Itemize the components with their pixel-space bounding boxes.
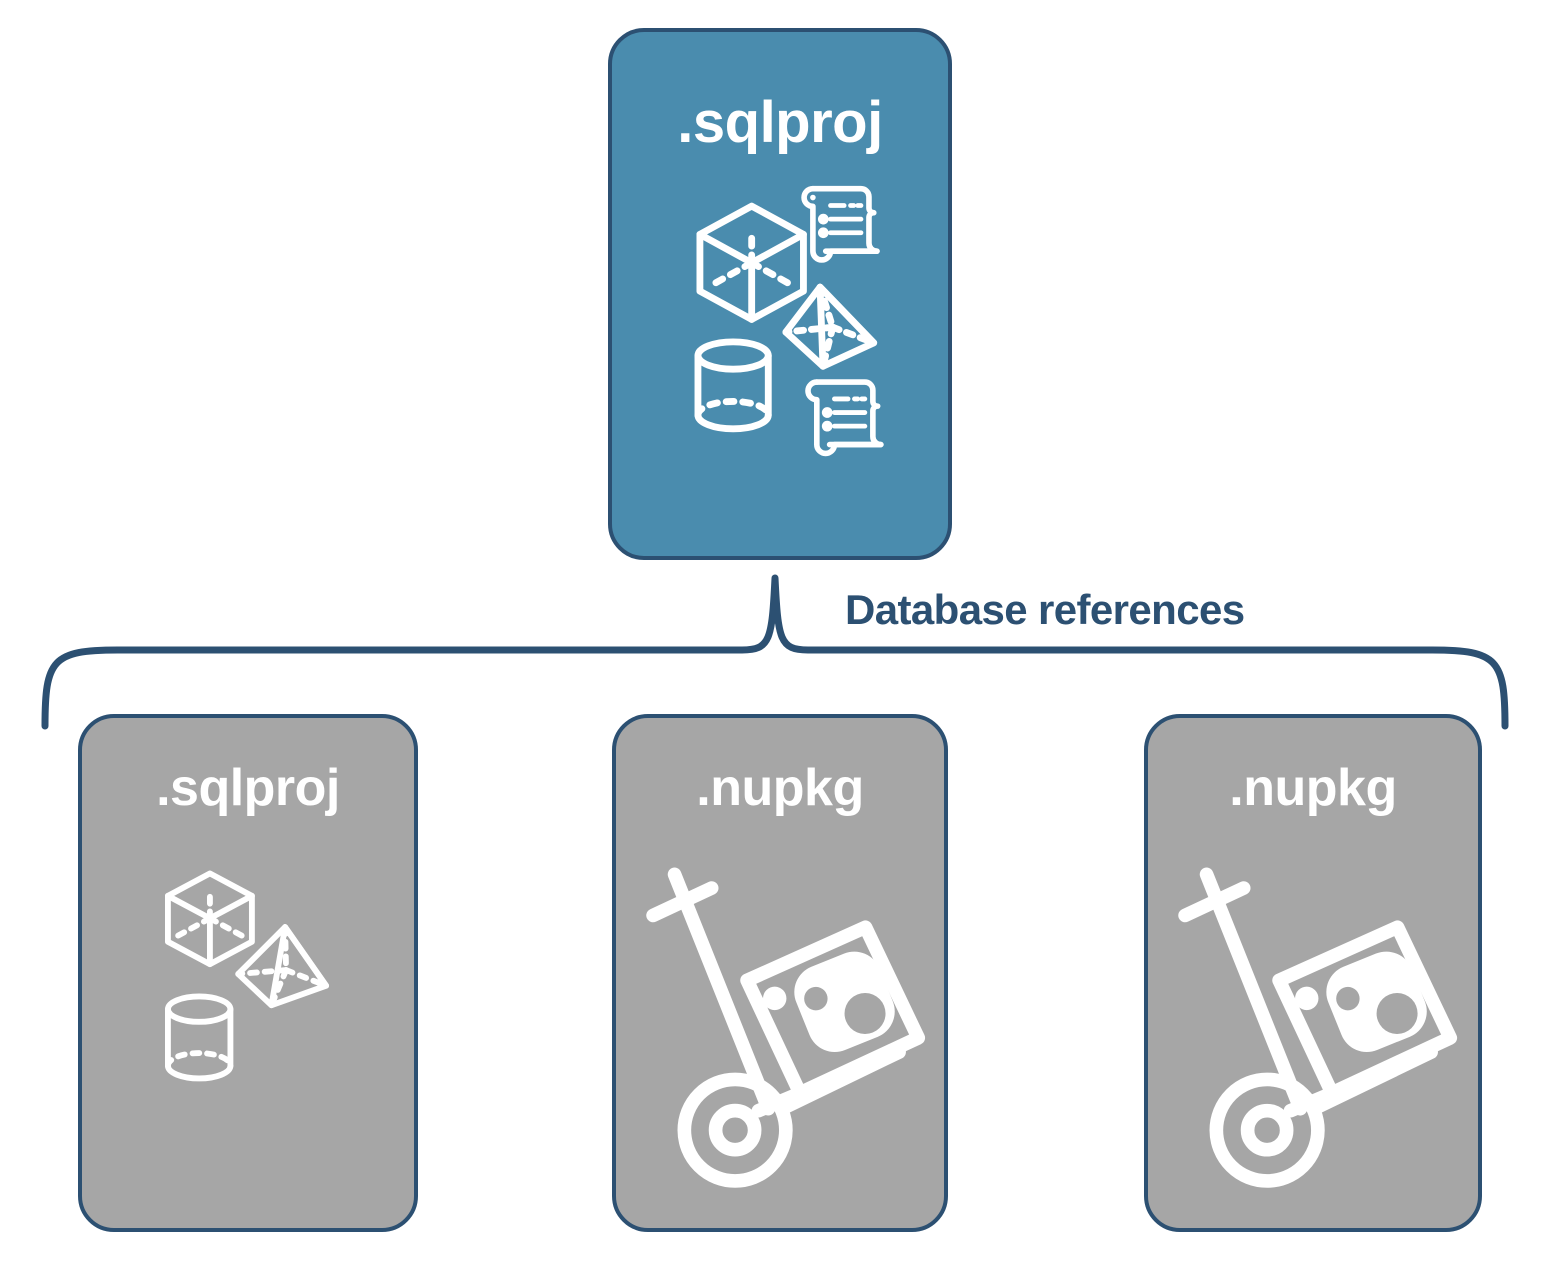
pyramid-icon [235, 924, 330, 1009]
nupkg-box [740, 920, 926, 1100]
nuget-logo-holes [1336, 986, 1418, 1035]
card-title-reference-sqlproj: .sqlproj [156, 759, 340, 817]
hand-truck-package-icon [646, 867, 906, 1188]
card-title-sqlproj-main: .sqlproj [677, 90, 883, 155]
scroll-icon [805, 379, 884, 457]
card-reference-sqlproj[interactable]: .sqlproj [78, 714, 418, 1232]
nupkg-box [1272, 920, 1458, 1100]
cube-icon [696, 202, 807, 323]
bracket-label-database-references: Database references [845, 586, 1245, 633]
card-title-reference-nupkg-1: .nupkg [696, 759, 864, 817]
cube-icon [165, 870, 255, 968]
cylinder-icon [165, 993, 234, 1082]
nuget-logo [1295, 951, 1427, 1052]
nuget-logo [763, 951, 895, 1052]
card-sqlproj-main[interactable]: .sqlproj [608, 28, 952, 560]
cylinder-icon [694, 338, 772, 433]
card-reference-nupkg-2[interactable]: .nupkg [1144, 714, 1482, 1232]
scroll-icon [801, 185, 880, 263]
pyramid-icon [782, 283, 878, 370]
card-reference-nupkg-1[interactable]: .nupkg [612, 714, 948, 1232]
card-title-reference-nupkg-2: .nupkg [1229, 759, 1397, 817]
hand-truck-package-icon [1178, 867, 1438, 1188]
nuget-logo-holes [804, 986, 886, 1034]
